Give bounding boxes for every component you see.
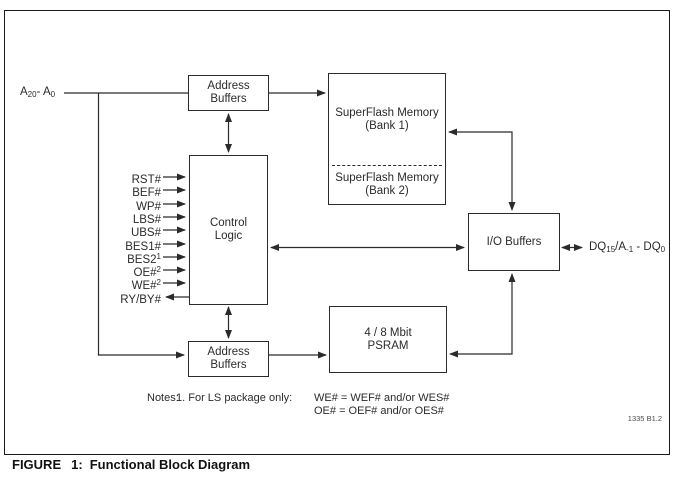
superflash-bank1: SuperFlash Memory (Bank 1): [329, 74, 445, 165]
signal-label-lbs: LBS#: [132, 214, 161, 226]
signal-label-ubs: UBS#: [130, 227, 161, 239]
diagram-frame: [4, 10, 670, 455]
block-address-buffers-top: Address Buffers: [188, 75, 269, 111]
notes-equation-2: OE# = OEF# and/or OES#: [314, 405, 444, 417]
address-bus-p2: A: [42, 86, 51, 98]
figure-caption: FIGURE 1: Functional Block Diagram: [12, 457, 250, 472]
address-bus-sub-low: 0: [50, 90, 56, 99]
address-buffers-top-label: Address Buffers: [207, 80, 250, 105]
block-psram: 4 / 8 Mbit PSRAM: [329, 306, 447, 373]
notes-label: Notes:: [147, 392, 179, 404]
superflash-bank1-subtitle: (Bank 1): [365, 119, 409, 132]
figure-caption-prefix: FIGURE: [12, 457, 62, 472]
dq-bus-sub-minus1: -1: [626, 245, 634, 254]
signal-label-we: WE#2: [131, 278, 161, 292]
notes-item: 1. For LS package only:: [176, 392, 292, 405]
superflash-bank2: SuperFlash Memory (Bank 2): [329, 166, 445, 204]
address-buffers-bottom-label: Address Buffers: [207, 346, 250, 371]
signal-label-bes2: BES21: [127, 252, 161, 266]
dq-bus-sub-0: 0: [660, 245, 666, 254]
signal-label-ryby: RY/BY#: [120, 294, 161, 306]
block-io-buffers: I/O Buffers: [468, 213, 560, 271]
dq-bus-label: DQ15/A-1 - DQ0: [589, 241, 665, 256]
notes-item-number: 1.: [176, 392, 186, 404]
dq-bus-p2: /A: [615, 241, 627, 253]
document-code: 1335 B1.2: [627, 414, 662, 423]
address-bus-sub-high: 20: [27, 90, 37, 99]
bank-divider-dashed-line: [332, 165, 442, 166]
figure-caption-title: Functional Block Diagram: [89, 457, 251, 472]
signal-label-bes1: BES1#: [125, 241, 161, 253]
control-logic-label-line1: Control: [209, 217, 248, 229]
dq-bus-sub-15: 15: [606, 245, 616, 254]
block-superflash-memory: SuperFlash Memory (Bank 1) SuperFlash Me…: [328, 73, 446, 205]
signal-label-rst: RST#: [131, 174, 161, 186]
address-bus-separator: -: [36, 86, 43, 98]
address-bus-p1: A: [20, 86, 28, 98]
superflash-bank2-subtitle: (Bank 2): [365, 185, 409, 197]
dq-bus-p3: DQ: [643, 241, 661, 253]
signal-label-bef: BEF#: [132, 187, 161, 199]
address-bus-label: A20- A0: [20, 86, 55, 101]
block-address-buffers-bottom: Address Buffers: [188, 341, 269, 377]
notes-item-text: For LS package only:: [188, 392, 293, 404]
psram-label-line1: 4 / 8 Mbit: [364, 326, 412, 339]
notes-equation-1: WE# = WEF# and/or WES#: [314, 392, 450, 404]
block-control-logic: Control Logic: [189, 155, 268, 305]
dq-bus-p1: DQ: [589, 241, 607, 253]
superflash-bank1-name: SuperFlash Memory: [335, 106, 439, 119]
figure-caption-number: 1:: [71, 457, 83, 472]
signal-label-oe: OE#2: [133, 265, 161, 279]
dq-bus-separator: -: [633, 241, 644, 253]
io-buffers-label: I/O Buffers: [486, 235, 542, 248]
psram-label-line2: PSRAM: [367, 339, 409, 352]
control-logic-label-line2: Logic: [214, 230, 243, 242]
superflash-bank2-name: SuperFlash Memory: [335, 172, 439, 184]
signal-label-wp: WP#: [136, 201, 161, 213]
